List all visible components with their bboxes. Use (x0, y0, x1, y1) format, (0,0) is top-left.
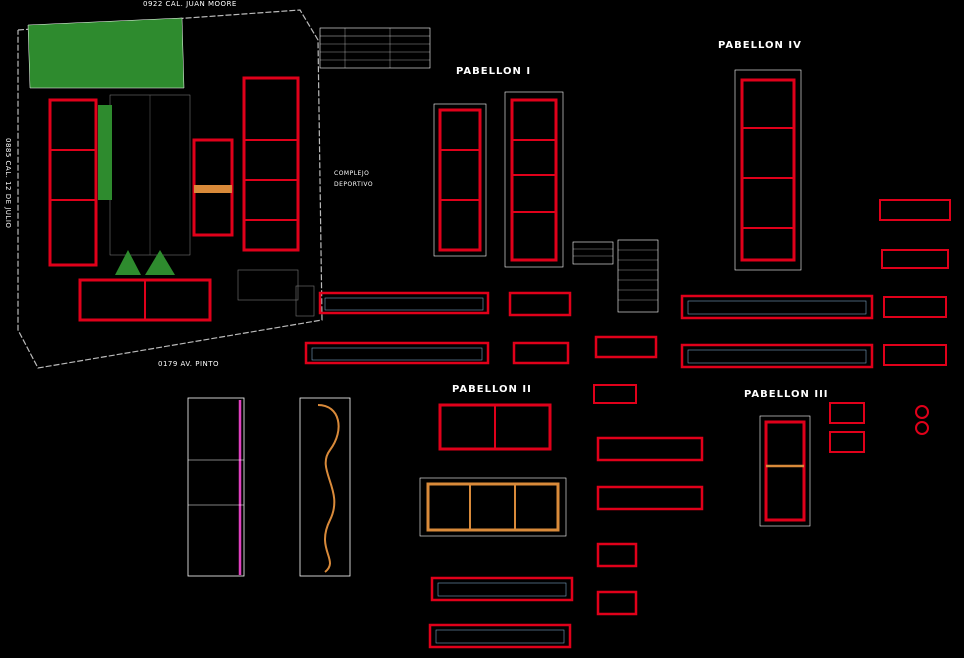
pabellon-ii-title: PABELLON II (452, 384, 532, 395)
green-strip (98, 105, 112, 200)
pabellon-iv-title: PABELLON IV (718, 40, 802, 51)
block-c (242, 76, 300, 252)
site-plan (17, 9, 323, 369)
complex-label-line2: DEPORTIVO (334, 181, 374, 188)
green-area-top (27, 17, 185, 89)
pabellon-ii-elevations (428, 436, 704, 649)
complex-label-line1: COMPLEJO (334, 170, 370, 177)
pabellon-i-plans (433, 91, 564, 268)
legend-table (319, 27, 431, 69)
lower-left-plans (187, 397, 351, 577)
street-bottom-label: 0179 AV. PINTO (158, 360, 220, 368)
pabellon-i-title: PABELLON I (456, 66, 532, 77)
schedule-tables (572, 239, 659, 313)
block-a (48, 98, 98, 267)
pabellon-iii-title: PABELLON III (744, 389, 829, 400)
street-left-label: 0885 CAL. 12 DE JULIO (4, 138, 12, 229)
site-boundary (17, 9, 323, 369)
street-top-label: 0922 CAL. JUAN MOORE (143, 0, 237, 8)
pabellon-iii-plan (759, 402, 929, 527)
green-triangles (115, 250, 141, 275)
pabellon-iv-plan (734, 69, 951, 366)
pabellon-ii-plans (419, 403, 567, 537)
pabellon-iv-elevations (680, 294, 874, 369)
pabellon-i-elevations (304, 291, 658, 404)
